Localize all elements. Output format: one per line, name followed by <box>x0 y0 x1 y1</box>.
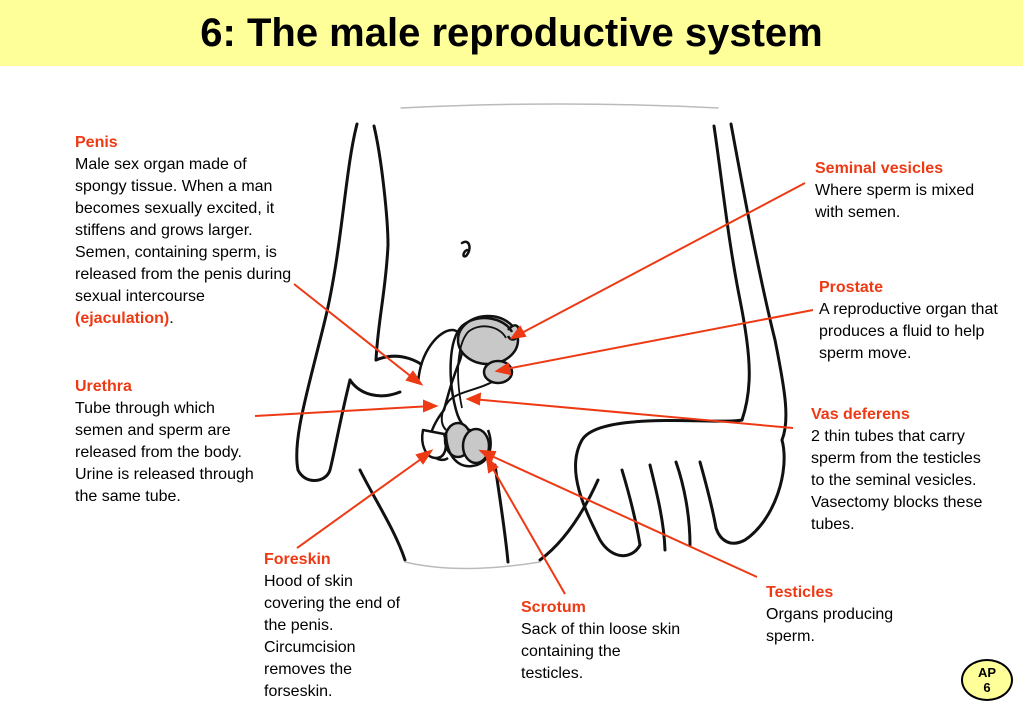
label-scrotum: Scrotum Sack of thin loose skin containi… <box>521 597 681 685</box>
genital-anatomy <box>416 314 520 468</box>
ejaculation-highlight: (ejaculation) <box>75 310 170 327</box>
foreskin-description: Hood of skin covering the end of the pen… <box>264 573 401 700</box>
pointer-vas-deferens <box>465 392 794 429</box>
pointer-scrotum <box>485 455 566 595</box>
title-bar: 6: The male reproductive system <box>0 0 1023 66</box>
urethra-heading: Urethra <box>75 378 132 395</box>
label-foreskin: Foreskin Hood of skin covering the end o… <box>264 549 409 703</box>
label-prostate: Prostate A reproductive organ that produ… <box>819 277 999 365</box>
scrotum-heading: Scrotum <box>521 599 586 616</box>
seminal-vesicles-description: Where sperm is mixed with semen. <box>815 182 975 221</box>
label-testicles: Testicles Organs producing sperm. <box>766 582 926 648</box>
penis-description: Male sex organ made of spongy tissue. Wh… <box>75 156 292 327</box>
label-vas-deferens: Vas deferens 2 thin tubes that carry spe… <box>811 404 996 536</box>
penis-heading: Penis <box>75 134 118 151</box>
label-seminal-vesicles: Seminal vesicles Where sperm is mixed wi… <box>815 158 980 224</box>
prostate-description: A reproductive organ that produces a flu… <box>819 301 998 362</box>
page-title: 6: The male reproductive system <box>200 11 823 55</box>
label-penis: Penis Male sex organ made of spongy tiss… <box>75 132 300 330</box>
foreskin-heading: Foreskin <box>264 551 331 568</box>
pointer-prostate <box>494 309 814 376</box>
pointer-testicles <box>478 449 758 578</box>
urethra-description: Tube through which semen and sperm are r… <box>75 400 254 505</box>
badge-line-2: 6 <box>983 680 991 695</box>
testicles-heading: Testicles <box>766 584 834 601</box>
testicles-description: Organs producing sperm. <box>766 606 894 645</box>
urethra-shape <box>440 381 493 431</box>
slide-badge: AP 6 <box>961 659 1013 701</box>
pointer-seminal-vesicles <box>509 182 806 340</box>
vas-deferens-description: 2 thin tubes that carry sperm from the t… <box>811 428 983 533</box>
label-urethra: Urethra Tube through which semen and spe… <box>75 376 260 508</box>
prostate-heading: Prostate <box>819 279 884 296</box>
vas-deferens-heading: Vas deferens <box>811 406 910 423</box>
badge-line-1: AP <box>977 665 997 680</box>
pointer-urethra <box>254 399 439 417</box>
scrotum-description: Sack of thin loose skin containing the t… <box>521 621 681 682</box>
seminal-vesicles-heading: Seminal vesicles <box>815 160 944 177</box>
pointer-lines <box>254 182 814 595</box>
testicle-right-shape <box>461 427 491 465</box>
pointer-penis <box>293 283 424 386</box>
scrotum-shape <box>444 429 492 468</box>
body-outline <box>295 103 788 570</box>
pointer-foreskin <box>296 449 434 549</box>
